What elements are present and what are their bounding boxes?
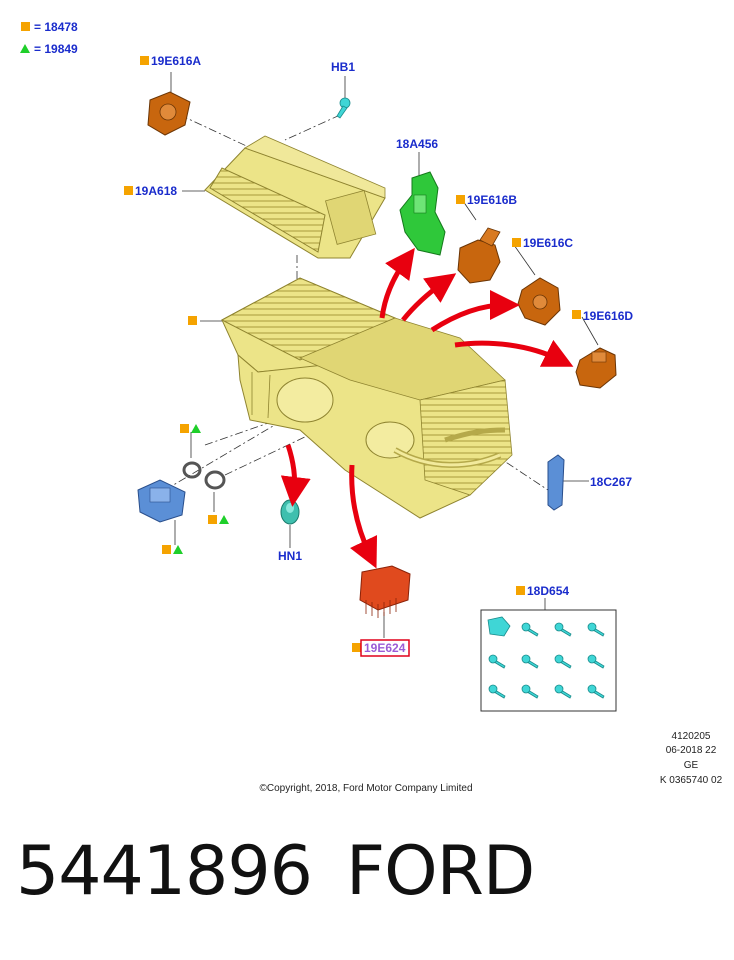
hvac-housing-main bbox=[220, 277, 513, 519]
screw-kit-18D654 bbox=[480, 609, 617, 712]
label-18D654: 18D654 bbox=[527, 584, 569, 598]
resistor-19E624 bbox=[359, 565, 411, 618]
kit-clip-icon bbox=[487, 616, 511, 637]
label-18A456: 18A456 bbox=[396, 137, 438, 151]
label-18C267: 18C267 bbox=[590, 475, 632, 489]
kit-screw-icon bbox=[488, 684, 506, 699]
label-19E616A: 19E616A bbox=[151, 54, 201, 68]
info-line-4: K 0365740 02 bbox=[660, 775, 723, 786]
label-19E616C: 19E616C bbox=[523, 236, 573, 250]
kit-screw-icon bbox=[521, 654, 539, 669]
kit-screw-icon bbox=[587, 684, 605, 699]
kit-screw-icon bbox=[521, 684, 539, 699]
info-block: 4120205 06-2018 22 GE K 0365740 02 bbox=[660, 731, 723, 786]
red-arrows bbox=[280, 247, 574, 569]
actuator-19E616D bbox=[575, 347, 617, 389]
bracket-18A456 bbox=[399, 171, 446, 256]
kit-screw-icon bbox=[554, 622, 572, 637]
actuator-19E616A bbox=[147, 91, 191, 136]
kit-screws bbox=[488, 622, 605, 699]
kit-screw-icon bbox=[587, 622, 605, 637]
legend-triangle-text: = 19849 bbox=[34, 42, 78, 56]
kit-screw-icon bbox=[554, 654, 572, 669]
label-HB1: HB1 bbox=[331, 60, 355, 74]
info-line-2: 06-2018 22 bbox=[666, 745, 717, 756]
callout-symbols bbox=[124, 56, 581, 652]
info-line-3: GE bbox=[684, 760, 699, 771]
label-HN1: HN1 bbox=[278, 549, 302, 563]
label-19E624: 19E624 bbox=[364, 641, 406, 655]
actuator-19E616C bbox=[517, 277, 561, 326]
upper-housing-19A618 bbox=[204, 135, 386, 259]
actuator-19E616B bbox=[457, 227, 501, 284]
legend: = 18478 = 19849 bbox=[20, 20, 78, 56]
kit-screw-icon bbox=[521, 622, 539, 637]
brand-name: FORD bbox=[346, 832, 535, 911]
part-number: 5441896 bbox=[16, 832, 313, 911]
label-19E616D: 19E616D bbox=[583, 309, 633, 323]
sensor-18C267 bbox=[547, 454, 565, 511]
blower-motor-assembly bbox=[137, 461, 226, 523]
kit-screw-icon bbox=[587, 654, 605, 669]
label-19E616B: 19E616B bbox=[467, 193, 517, 207]
callout-labels: 19E616A HB1 18A456 19A618 19E616B 19E616… bbox=[135, 54, 633, 598]
kit-screw-icon bbox=[554, 684, 572, 699]
legend-triangle-icon bbox=[20, 44, 30, 53]
copyright-text: ©Copyright, 2018, Ford Motor Company Lim… bbox=[259, 783, 472, 794]
kit-screw-icon bbox=[488, 654, 506, 669]
highlighted-callout-19E624[interactable]: 19E624 bbox=[360, 639, 410, 657]
info-line-1: 4120205 bbox=[672, 731, 711, 742]
grommet-HN1 bbox=[280, 499, 300, 525]
legend-square-text: = 18478 bbox=[34, 20, 78, 34]
label-19A618: 19A618 bbox=[135, 184, 177, 198]
legend-square-icon bbox=[21, 22, 30, 31]
screw-HB1 bbox=[336, 97, 351, 119]
